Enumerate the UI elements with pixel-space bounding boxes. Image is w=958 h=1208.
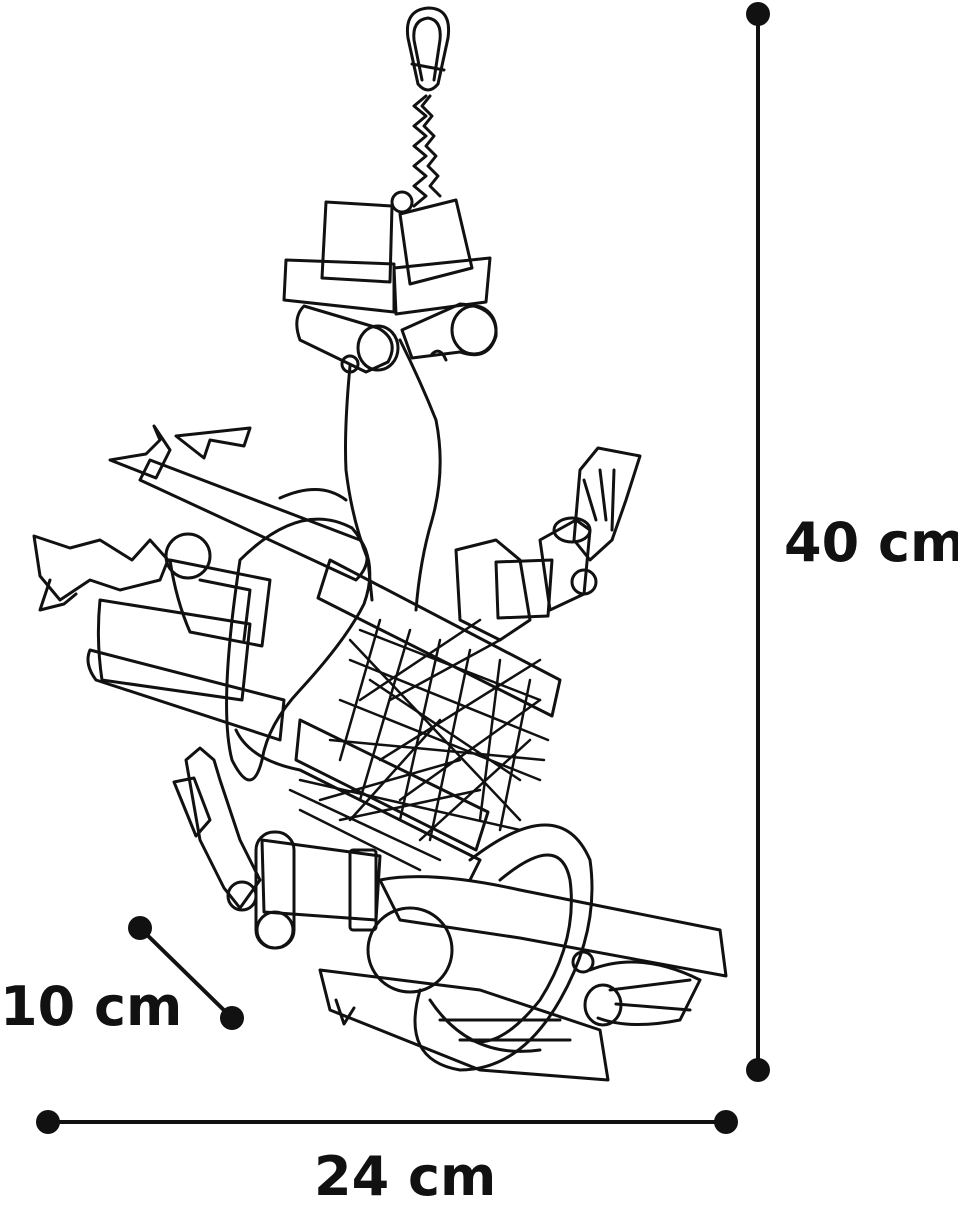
height-bottom-dot bbox=[746, 1058, 770, 1082]
depth-start-dot bbox=[128, 916, 152, 940]
left-perches bbox=[32, 424, 372, 782]
top-wood-blocks bbox=[282, 198, 498, 374]
lower-perches bbox=[172, 746, 728, 1082]
height-label: 40 cm bbox=[784, 511, 958, 574]
depth-label: 10 cm bbox=[0, 975, 183, 1038]
twine-weave bbox=[288, 618, 550, 872]
width-left-dot bbox=[36, 1110, 60, 1134]
width-label: 24 cm bbox=[314, 1145, 497, 1208]
chain bbox=[390, 94, 442, 214]
central-branch bbox=[340, 338, 448, 612]
carabiner-clip bbox=[405, 6, 451, 92]
width-right-dot bbox=[714, 1110, 738, 1134]
depth-dimension-line bbox=[138, 926, 234, 1020]
height-top-dot bbox=[746, 2, 770, 26]
right-perches bbox=[454, 446, 642, 642]
depth-end-dot bbox=[220, 1006, 244, 1030]
